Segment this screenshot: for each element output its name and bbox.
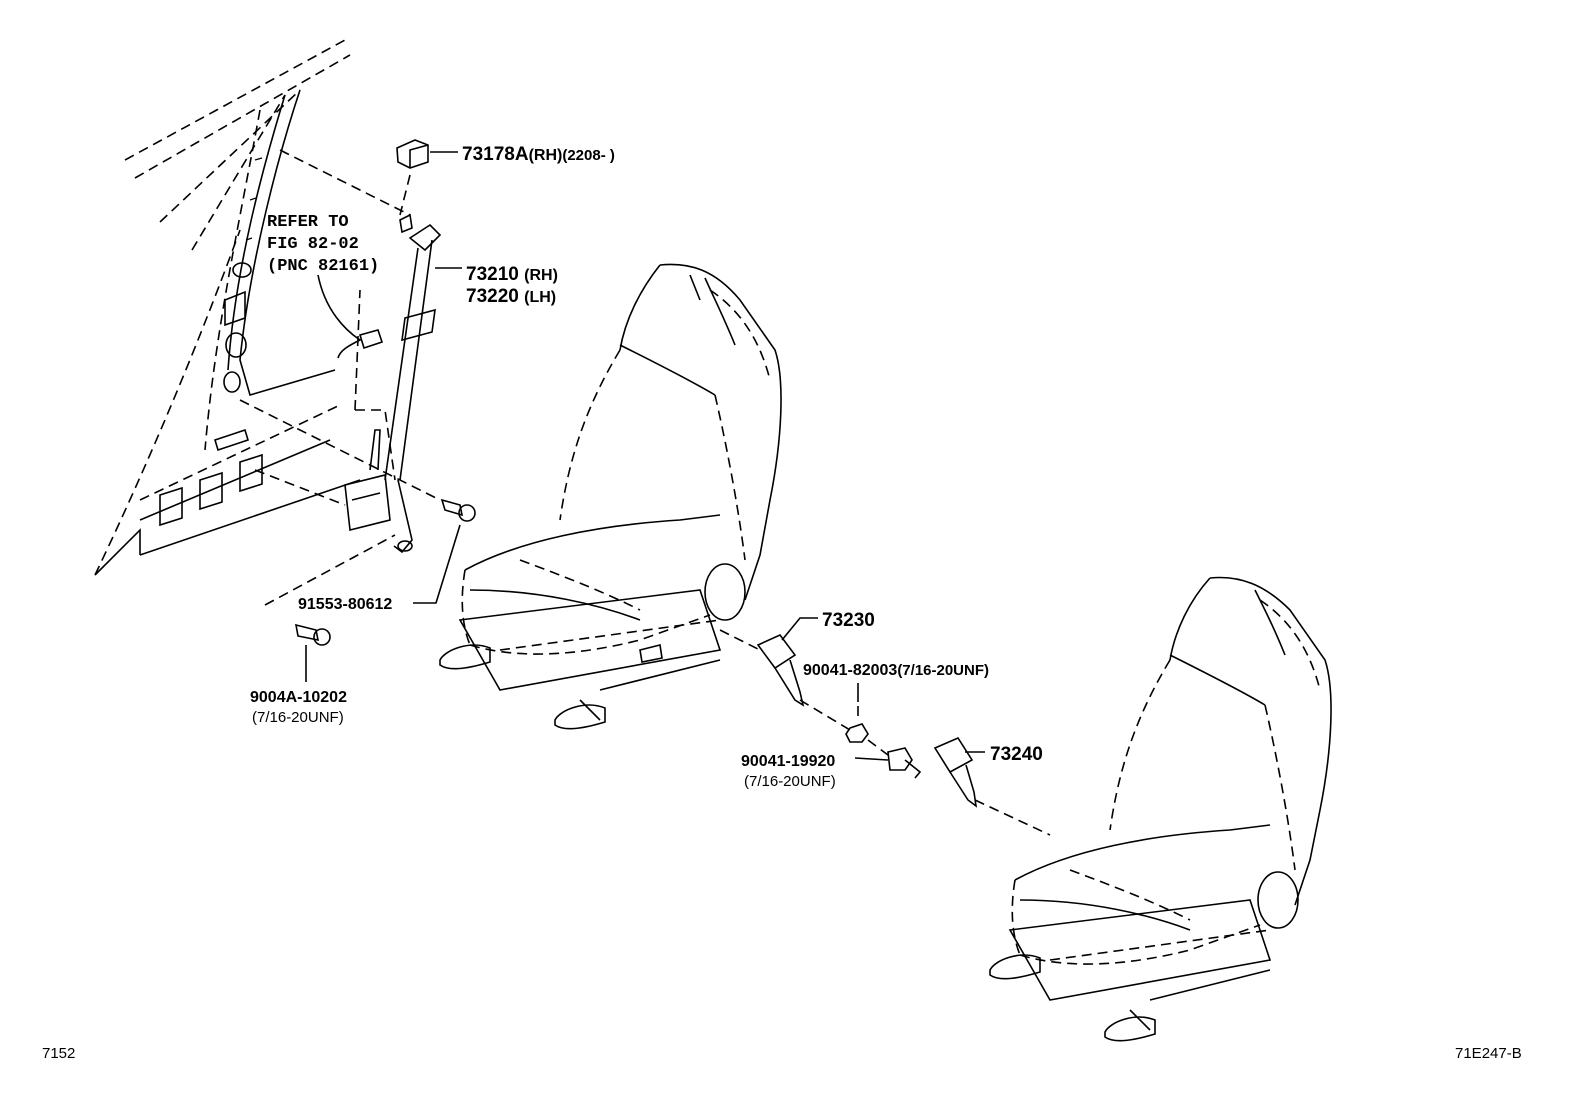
label-73230: 73230: [822, 610, 875, 631]
label-73240: 73240: [990, 744, 1043, 765]
footer-figure-number: 7152: [42, 1045, 75, 1062]
bolt-91553: [440, 498, 476, 522]
bolt-90041-19920: [887, 747, 922, 779]
seat-belt-assembly: [344, 213, 442, 554]
harness-wire: [317, 274, 362, 359]
nut-90041-82003: [845, 723, 869, 743]
buckle-73230: [756, 634, 805, 707]
cover-cap-73178a: [396, 139, 429, 169]
front-seat-drawing: [439, 263, 782, 730]
rear-seat-drawing: [989, 576, 1332, 1042]
label-73210: 73210 (RH): [466, 264, 558, 285]
assembly-lines: [239, 149, 1051, 836]
label-9004a-10202: 9004A-10202: [250, 689, 347, 706]
label-9004a-spec: (7/16-20UNF): [252, 709, 344, 726]
leader-lines: [305, 151, 985, 761]
label-73220: 73220 (LH): [466, 286, 556, 307]
buckle-73240: [933, 736, 978, 808]
bolt-9004a: [294, 623, 331, 646]
label-90041-82003: 90041-82003(7/16-20UNF): [803, 662, 989, 679]
reference-note-line-2: FIG 82-02: [267, 235, 359, 254]
reference-note-line-1: REFER TO: [267, 213, 349, 232]
label-90041-19920: 90041-19920: [741, 753, 835, 770]
footer-drawing-code: 71E247-B: [1455, 1045, 1522, 1062]
part-labels: 73178A(RH)(2208- ) REFER TO FIG 82-02 (P…: [250, 144, 1043, 790]
label-73178a: 73178A(RH)(2208- ): [462, 144, 615, 165]
reference-note-line-3: (PNC 82161): [267, 257, 379, 276]
label-91553-80612: 91553-80612: [298, 596, 392, 613]
label-90041-19920-spec: (7/16-20UNF): [744, 773, 836, 790]
body-pillar-drawing: [94, 39, 361, 576]
